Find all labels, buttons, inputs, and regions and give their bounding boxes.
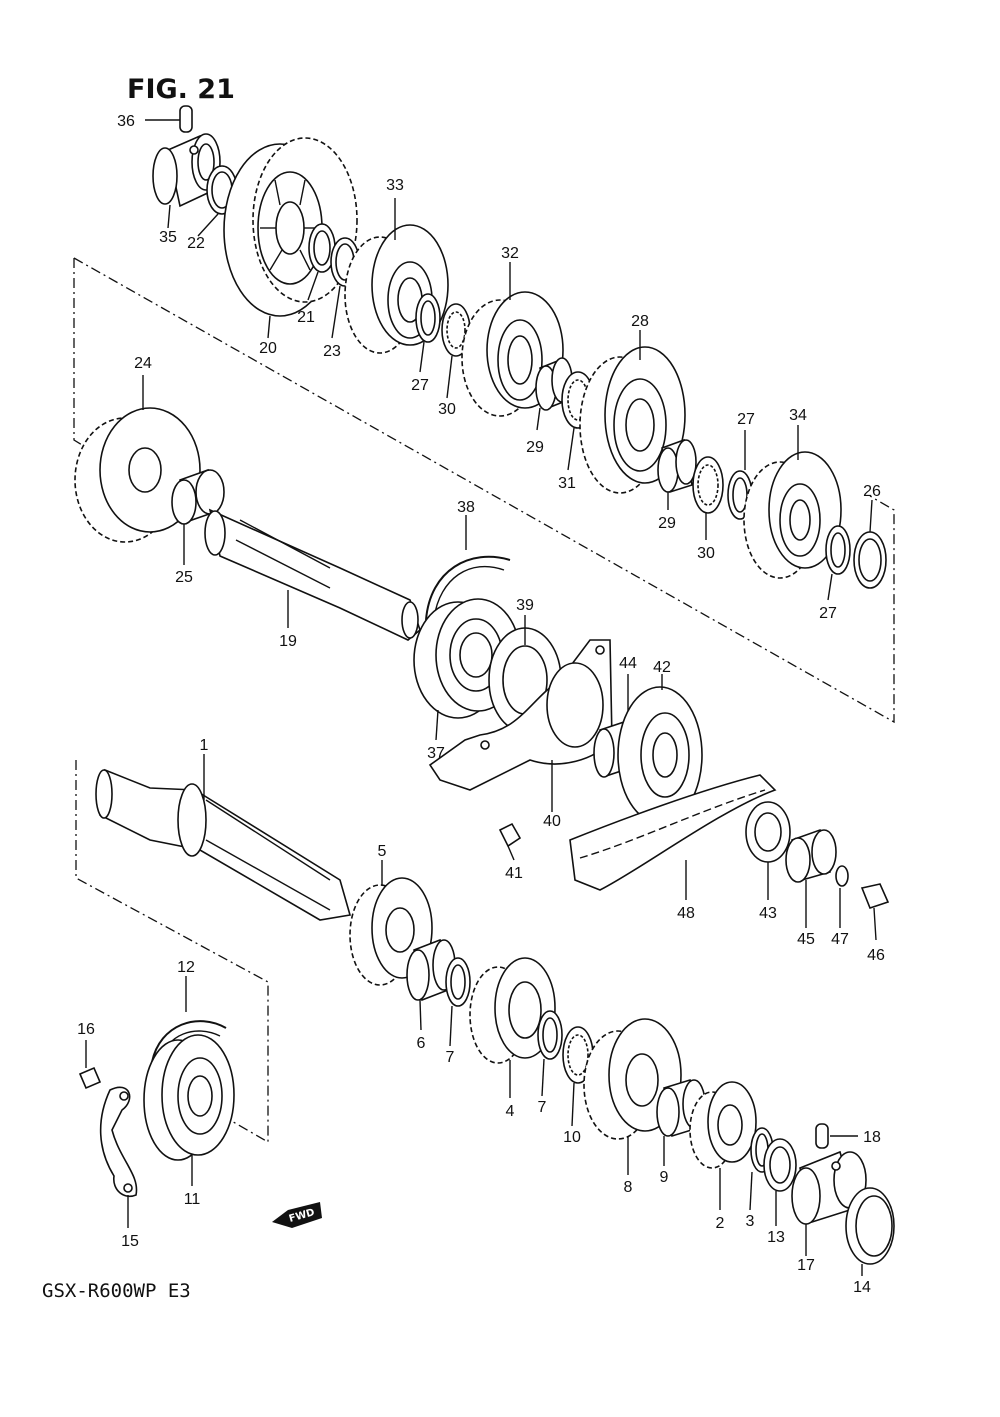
part-27-circlip-c bbox=[825, 525, 851, 601]
callout-23: 23 bbox=[323, 343, 341, 360]
callout-8: 8 bbox=[624, 1179, 633, 1196]
callout-27c: 27 bbox=[819, 605, 837, 622]
callout-4: 4 bbox=[506, 1103, 515, 1120]
callout-44: 44 bbox=[619, 655, 637, 672]
callout-10: 10 bbox=[563, 1129, 581, 1146]
callout-48: 48 bbox=[677, 905, 695, 922]
part-18-pin bbox=[815, 1123, 858, 1149]
part-45-nut bbox=[785, 828, 837, 928]
callout-36: 36 bbox=[117, 113, 135, 130]
part-38-snap-ring bbox=[425, 515, 511, 621]
callout-21: 21 bbox=[297, 309, 315, 326]
part-43-washer bbox=[745, 801, 791, 900]
callout-29b: 29 bbox=[658, 515, 676, 532]
callout-26: 26 bbox=[863, 483, 881, 500]
callout-27b: 27 bbox=[737, 411, 755, 428]
part-37-bearing bbox=[413, 598, 521, 741]
figure-title: FIG. 21 bbox=[127, 74, 235, 105]
part-46-bolt bbox=[860, 883, 890, 941]
part-14-cap bbox=[845, 1187, 895, 1276]
part-48-chain bbox=[569, 774, 777, 900]
part-47-washer bbox=[835, 865, 849, 928]
callout-30a: 30 bbox=[438, 401, 456, 418]
part-7-circlip-b bbox=[537, 1010, 563, 1097]
callout-labels: 36 35 22 20 21 23 33 27 30 32 29 31 28 2… bbox=[77, 113, 885, 1296]
callout-7a: 7 bbox=[446, 1049, 455, 1066]
part-21-ring bbox=[307, 223, 336, 301]
fwd-arrow-icon: FWD bbox=[272, 1202, 322, 1228]
part-36-pin bbox=[145, 105, 193, 133]
callout-16: 16 bbox=[77, 1021, 95, 1038]
callout-42: 42 bbox=[653, 659, 671, 676]
callout-30b: 30 bbox=[697, 545, 715, 562]
part-16-screw bbox=[78, 1040, 102, 1090]
callout-3: 3 bbox=[746, 1213, 755, 1230]
part-41-bolt bbox=[498, 822, 522, 861]
part-2-gear bbox=[689, 1081, 757, 1210]
callout-7b: 7 bbox=[538, 1099, 547, 1116]
callout-25: 25 bbox=[175, 569, 193, 586]
part-7-circlip-a bbox=[445, 957, 471, 1047]
part-11-bearing bbox=[143, 1034, 235, 1186]
callout-40: 40 bbox=[543, 813, 561, 830]
part-30-washer-a bbox=[441, 303, 471, 399]
callout-17: 17 bbox=[797, 1257, 815, 1274]
callout-38: 38 bbox=[457, 499, 475, 516]
callout-43: 43 bbox=[759, 905, 777, 922]
part-19-countershaft bbox=[204, 508, 421, 641]
part-28-gear bbox=[579, 330, 686, 494]
callout-37: 37 bbox=[427, 745, 445, 762]
part-13-oil-seal bbox=[763, 1138, 797, 1226]
callout-28: 28 bbox=[631, 313, 649, 330]
callout-41: 41 bbox=[505, 865, 523, 882]
part-9-bushing bbox=[656, 1078, 706, 1166]
callout-18: 18 bbox=[863, 1129, 881, 1146]
part-42-sprocket bbox=[617, 674, 703, 824]
model-code: GSX-R600WP E3 bbox=[42, 1280, 191, 1302]
callout-6: 6 bbox=[417, 1035, 426, 1052]
callout-31: 31 bbox=[558, 475, 576, 492]
callout-35: 35 bbox=[159, 229, 177, 246]
callout-11: 11 bbox=[184, 1191, 201, 1208]
callout-1: 1 bbox=[200, 737, 209, 754]
callout-12: 12 bbox=[177, 959, 195, 976]
callout-27a: 27 bbox=[411, 377, 429, 394]
callout-14: 14 bbox=[853, 1279, 871, 1296]
callout-9: 9 bbox=[660, 1169, 669, 1186]
part-1-driveshaft bbox=[95, 754, 352, 921]
part-15-retainer bbox=[99, 1086, 138, 1228]
part-34-gear bbox=[743, 425, 842, 579]
part-29-bushing-b bbox=[657, 438, 697, 510]
callout-5: 5 bbox=[378, 843, 387, 860]
callout-19: 19 bbox=[279, 633, 297, 650]
callout-33: 33 bbox=[386, 177, 404, 194]
callout-47: 47 bbox=[831, 931, 849, 948]
callout-15: 15 bbox=[121, 1233, 139, 1250]
callout-45: 45 bbox=[797, 931, 815, 948]
callout-2: 2 bbox=[716, 1215, 725, 1232]
part-4-gear bbox=[469, 957, 556, 1098]
callout-22: 22 bbox=[187, 235, 205, 252]
callout-20: 20 bbox=[259, 340, 277, 357]
callout-32: 32 bbox=[501, 245, 519, 262]
callout-34: 34 bbox=[789, 407, 807, 424]
callout-24: 24 bbox=[134, 355, 152, 372]
callout-46: 46 bbox=[867, 947, 885, 964]
callout-29a: 29 bbox=[526, 439, 544, 456]
part-27-circlip-a bbox=[415, 293, 441, 373]
part-26-ring bbox=[853, 499, 887, 589]
part-25-bearing bbox=[171, 468, 225, 565]
callout-13: 13 bbox=[767, 1229, 785, 1246]
part-30-washer-b bbox=[692, 456, 724, 540]
callout-39: 39 bbox=[516, 597, 534, 614]
